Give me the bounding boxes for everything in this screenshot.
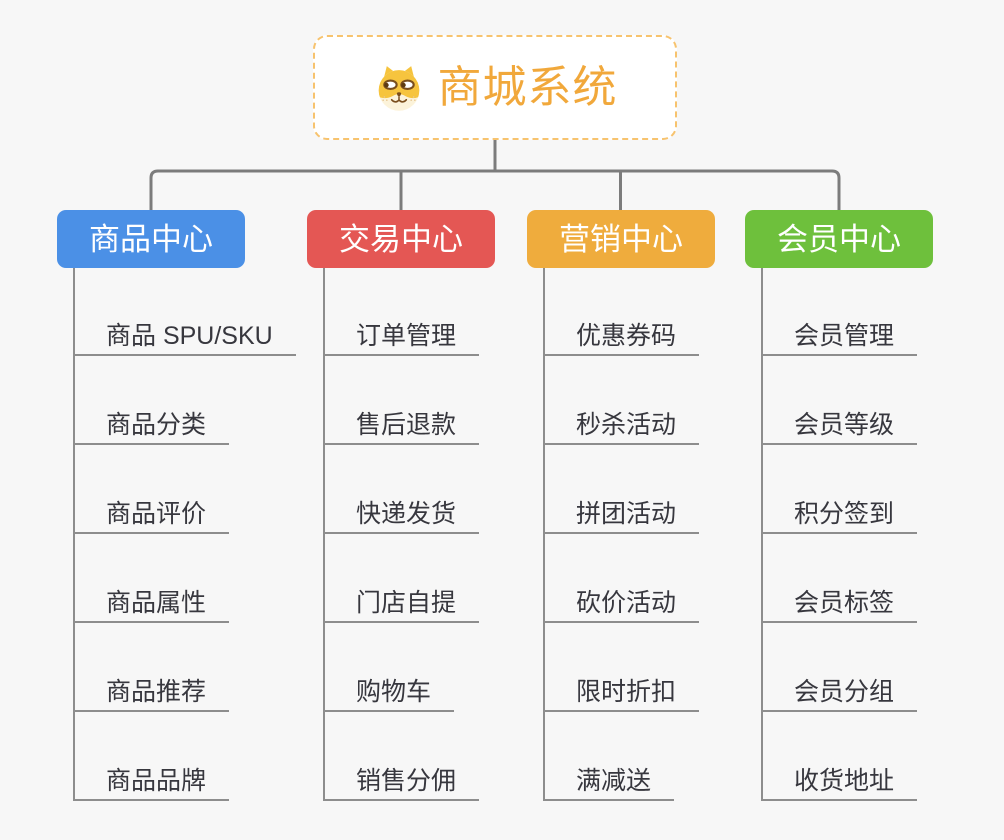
- leaf-node[interactable]: 商品 SPU/SKU: [73, 323, 296, 356]
- leaf-node[interactable]: 会员标签: [761, 590, 918, 623]
- branch-spine-line: [323, 268, 325, 801]
- leaf-node[interactable]: 拼团活动: [543, 501, 700, 534]
- leaf-node[interactable]: 商品品牌: [73, 768, 230, 801]
- leaf-node[interactable]: 门店自提: [323, 590, 480, 623]
- leaf-node[interactable]: 会员等级: [761, 412, 918, 445]
- branch-spine-line: [73, 268, 75, 801]
- leaf-node[interactable]: 商品属性: [73, 590, 230, 623]
- leaf-node[interactable]: 购物车: [323, 679, 455, 712]
- branch-header-3[interactable]: 营销中心: [527, 210, 715, 268]
- leaf-node[interactable]: 限时折扣: [543, 679, 700, 712]
- leaf-node[interactable]: 秒杀活动: [543, 412, 700, 445]
- leaf-node[interactable]: 商品分类: [73, 412, 230, 445]
- branch-spine-line: [761, 268, 763, 801]
- leaf-node[interactable]: 优惠券码: [543, 323, 700, 356]
- leaf-node[interactable]: 砍价活动: [543, 590, 700, 623]
- leaf-node[interactable]: 商品推荐: [73, 679, 230, 712]
- branch-header-1[interactable]: 商品中心: [57, 210, 245, 268]
- dog-face-icon: [373, 63, 425, 113]
- root-node[interactable]: 商城系统: [313, 35, 677, 140]
- root-title: 商城系统: [437, 62, 618, 112]
- leaf-node[interactable]: 快递发货: [323, 501, 480, 534]
- leaf-node[interactable]: 积分签到: [761, 501, 918, 534]
- leaf-node[interactable]: 销售分佣: [323, 768, 480, 801]
- leaf-node[interactable]: 收货地址: [761, 768, 918, 801]
- leaf-node[interactable]: 会员分组: [761, 679, 918, 712]
- branch-rail-line: [149, 169, 841, 210]
- leaf-node[interactable]: 会员管理: [761, 323, 918, 356]
- branch-header-4[interactable]: 会员中心: [745, 210, 933, 268]
- branch-spine-line: [543, 268, 545, 801]
- branch-header-2[interactable]: 交易中心: [307, 210, 495, 268]
- leaf-node[interactable]: 商品评价: [73, 501, 230, 534]
- leaf-node[interactable]: 满减送: [543, 768, 675, 801]
- leaf-node[interactable]: 订单管理: [323, 323, 480, 356]
- leaf-node[interactable]: 售后退款: [323, 412, 480, 445]
